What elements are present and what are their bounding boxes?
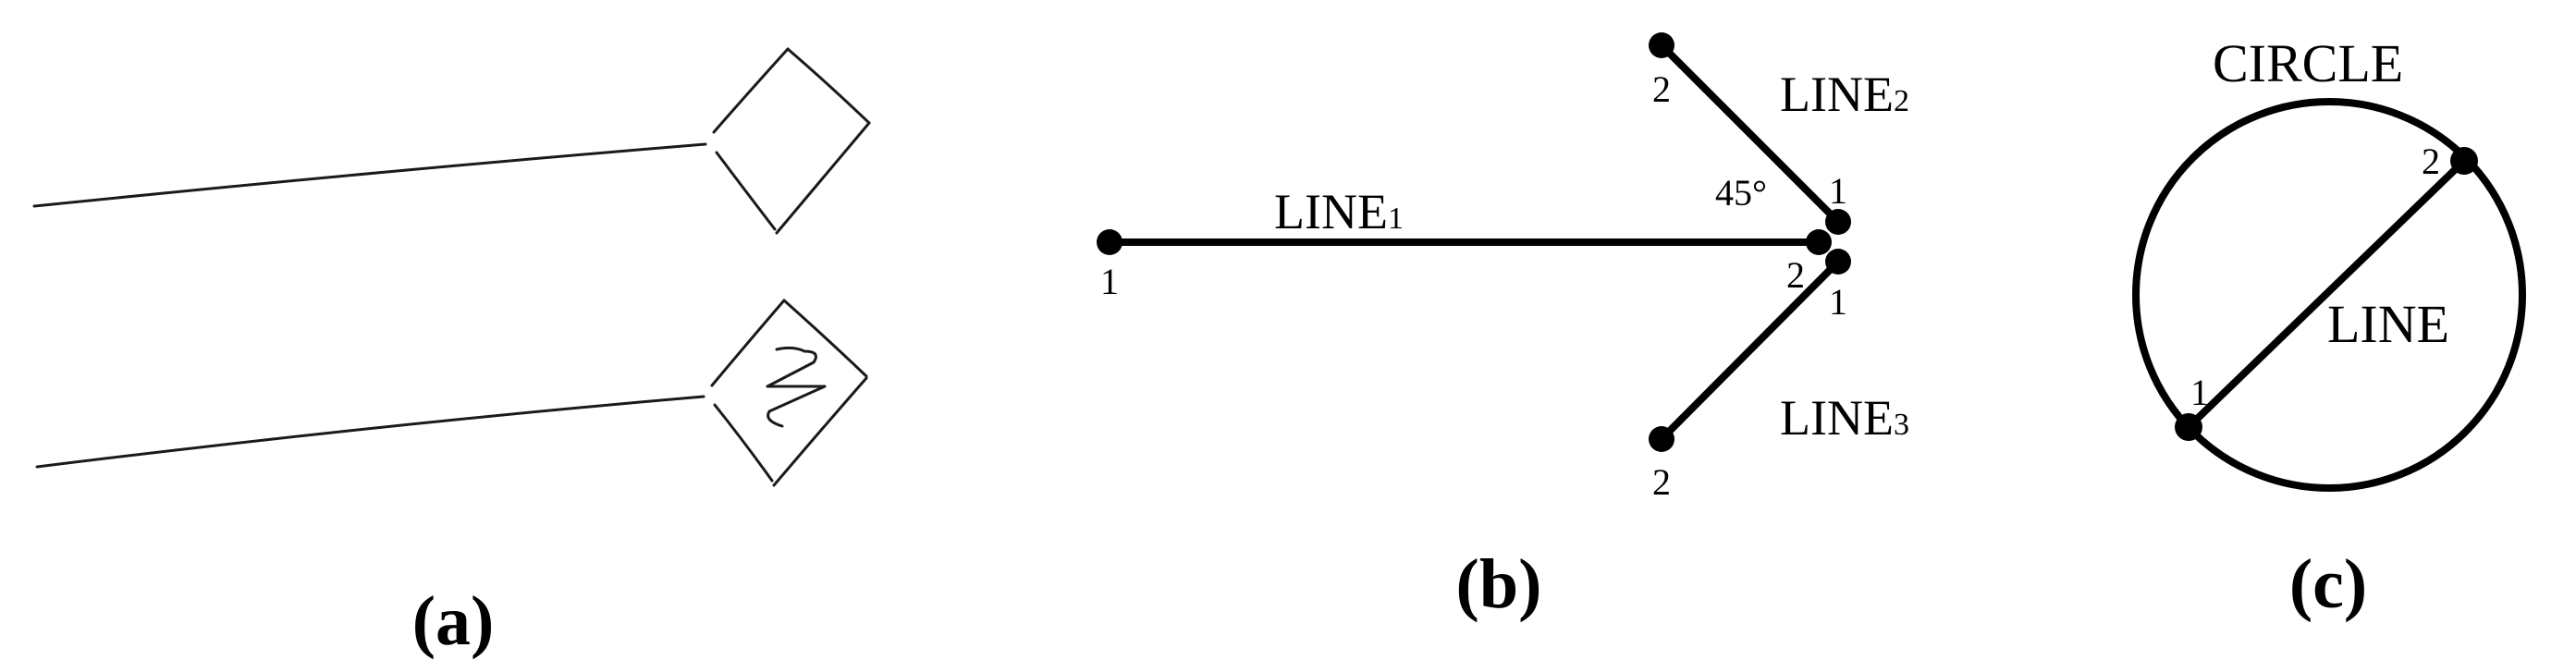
sketch-zigzag — [766, 346, 827, 428]
line-1-label-subscript: 1 — [1388, 202, 1404, 236]
caption-a: (a) — [412, 582, 495, 660]
sketch-line-bottom — [35, 395, 705, 469]
line-2-endpoint-1-label: 1 — [1829, 170, 1847, 212]
line-3-label-subscript: 3 — [1894, 408, 1909, 442]
sketch-diamond-top-upper-right — [786, 47, 871, 125]
sketch-line-top — [32, 142, 707, 208]
line-2-label-subscript: 2 — [1894, 84, 1909, 118]
line-3-label: LINE3 — [1780, 390, 1909, 446]
circle-label: CIRCLE — [2213, 33, 2403, 93]
sketch-diamond-bottom-upper-left — [710, 299, 786, 387]
caption-b: (b) — [1456, 545, 1542, 623]
line-3-segment — [1659, 259, 1841, 442]
chord-endpoint-2-label: 2 — [2422, 141, 2440, 182]
sketch-diamond-bottom-upper-right — [782, 299, 868, 378]
line-3-endpoint-1-label: 1 — [1829, 281, 1847, 323]
line-1-endpoint-1-label: 1 — [1100, 261, 1119, 302]
line-1: 1 2 LINE1 — [1097, 184, 1832, 302]
line-1-label-name: LINE — [1274, 184, 1388, 239]
panel-b: 1 2 LINE1 1 2 LINE2 1 2 LINE3 — [1097, 32, 1909, 623]
angle-label: 45° — [1715, 172, 1767, 214]
line-3-endpoint-2 — [1649, 426, 1674, 452]
chord-endpoint-2 — [2450, 147, 2478, 175]
sketch-diamond-bottom-lower-right — [772, 376, 868, 487]
sketch-bottom — [35, 299, 868, 487]
chord-endpoint-1-label: 1 — [2190, 372, 2209, 413]
line-2-endpoint-2-label: 2 — [1652, 68, 1671, 110]
sketch-top — [32, 47, 871, 235]
line-2: 1 2 LINE2 — [1649, 32, 1909, 235]
sketch-diamond-bottom-lower-left — [713, 403, 774, 483]
panel-a: (a) — [32, 47, 871, 660]
sketch-diamond-top-lower-right — [775, 121, 871, 235]
line-3-endpoint-1 — [1825, 249, 1851, 275]
sketch-diamond-top-lower-left — [715, 151, 777, 231]
line-1-label: LINE1 — [1274, 184, 1404, 239]
chord-endpoint-1 — [2175, 413, 2202, 441]
line-1-endpoint-2-label: 2 — [1786, 254, 1805, 296]
line-2-label: LINE2 — [1780, 67, 1909, 122]
caption-c: (c) — [2289, 545, 2367, 623]
line-1-endpoint-2 — [1806, 229, 1832, 255]
line-3-endpoint-2-label: 2 — [1652, 461, 1671, 503]
circle-shape — [2132, 98, 2526, 492]
line-3: 1 2 LINE3 — [1649, 249, 1909, 503]
circle-chord-line — [2186, 158, 2467, 430]
chord-line-label: LINE — [2327, 294, 2449, 354]
sketch-diamond-top-upper-left — [712, 47, 790, 134]
line-2-endpoint-1 — [1825, 209, 1851, 235]
line-1-endpoint-1 — [1097, 229, 1122, 255]
line-3-label-name: LINE — [1780, 390, 1894, 446]
line-2-segment — [1659, 43, 1841, 225]
line-2-endpoint-2 — [1649, 32, 1674, 58]
panel-c: 1 2 CIRCLE LINE (c) — [2132, 33, 2526, 623]
line-2-label-name: LINE — [1780, 67, 1894, 122]
